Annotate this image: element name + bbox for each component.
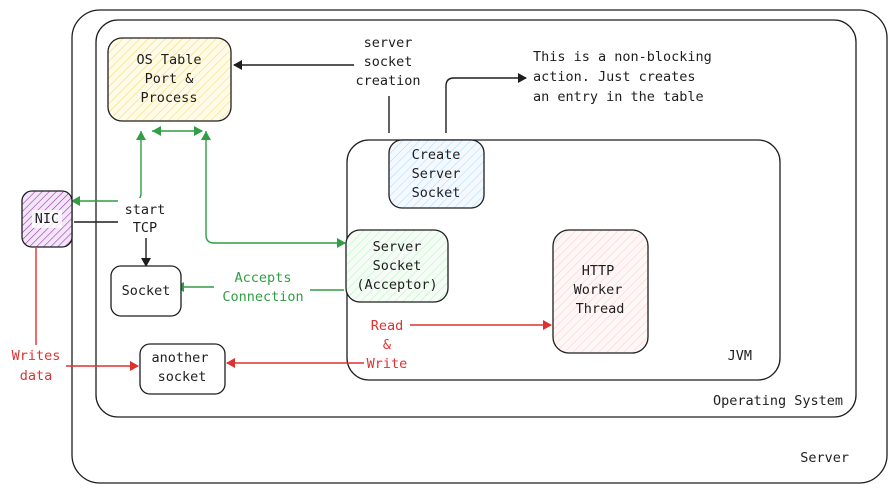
svg-text:Writes: Writes	[12, 348, 61, 364]
another-socket-line-1: another	[152, 350, 209, 366]
socket-label: Socket	[122, 283, 171, 299]
read-write-label: Read & Write	[364, 314, 410, 372]
create-line-3: Socket	[412, 185, 461, 201]
http-line-2: Worker	[574, 282, 623, 298]
server-container	[71, 9, 888, 484]
svg-text:server: server	[364, 35, 413, 51]
svg-text:&: &	[383, 337, 392, 353]
svg-text:an entry in the table: an entry in the table	[533, 89, 704, 105]
start-tcp-label: start TCP	[118, 198, 170, 238]
svg-text:TCP: TCP	[133, 220, 157, 236]
svg-text:creation: creation	[355, 73, 420, 89]
server-socket-creation-label: server socket creation	[355, 35, 420, 89]
http-line-1: HTTP	[582, 263, 615, 279]
create-server-socket-node[interactable]: Create Server Socket	[388, 139, 485, 209]
http-worker-node[interactable]: HTTP Worker Thread	[552, 229, 649, 354]
http-line-3: Thread	[576, 301, 625, 317]
svg-text:Accepts: Accepts	[235, 270, 292, 286]
svg-text:This is a non-blocking: This is a non-blocking	[533, 49, 712, 65]
jvm-label: JVM	[728, 348, 752, 364]
svg-text:data: data	[20, 368, 53, 384]
another-socket-line-2: socket	[158, 369, 207, 385]
os-table-node[interactable]: OS Table Port & Process	[107, 37, 232, 122]
nic-label: NIC	[35, 211, 59, 227]
svg-text:socket: socket	[364, 54, 413, 70]
svg-text:start: start	[125, 202, 166, 218]
socket-node[interactable]: Socket	[110, 265, 182, 317]
server-socket-line-3: (Acceptor)	[356, 277, 437, 293]
server-socket-line-1: Server	[373, 239, 422, 255]
writes-data-label: Writes data	[8, 345, 66, 385]
non-blocking-note: This is a non-blocking action. Just crea…	[533, 49, 712, 105]
server-socket-node[interactable]: Server Socket (Acceptor)	[345, 229, 449, 303]
another-socket-node[interactable]: another socket	[139, 343, 226, 395]
nic-node[interactable]: NIC	[21, 190, 73, 248]
os-table-nic-arrow	[71, 131, 146, 206]
create-line-2: Server	[412, 166, 461, 182]
svg-text:Read: Read	[371, 318, 404, 334]
svg-text:action. Just creates: action. Just creates	[533, 69, 696, 85]
create-to-note-arrow	[445, 73, 527, 133]
svg-text:Connection: Connection	[222, 289, 303, 305]
os-table-line-2: Port &	[145, 71, 195, 87]
os-table-server-socket-arrow	[201, 131, 346, 248]
os-label: Operating System	[713, 393, 843, 409]
server-label: Server	[800, 450, 849, 466]
os-table-line-1: OS Table	[136, 52, 201, 68]
create-line-1: Create	[412, 147, 461, 163]
svg-text:Write: Write	[367, 356, 408, 372]
os-container	[95, 19, 857, 418]
server-socket-line-2: Socket	[373, 258, 422, 274]
os-table-line-3: Process	[141, 90, 198, 106]
accepts-connection-label: Accepts Connection	[214, 266, 310, 306]
